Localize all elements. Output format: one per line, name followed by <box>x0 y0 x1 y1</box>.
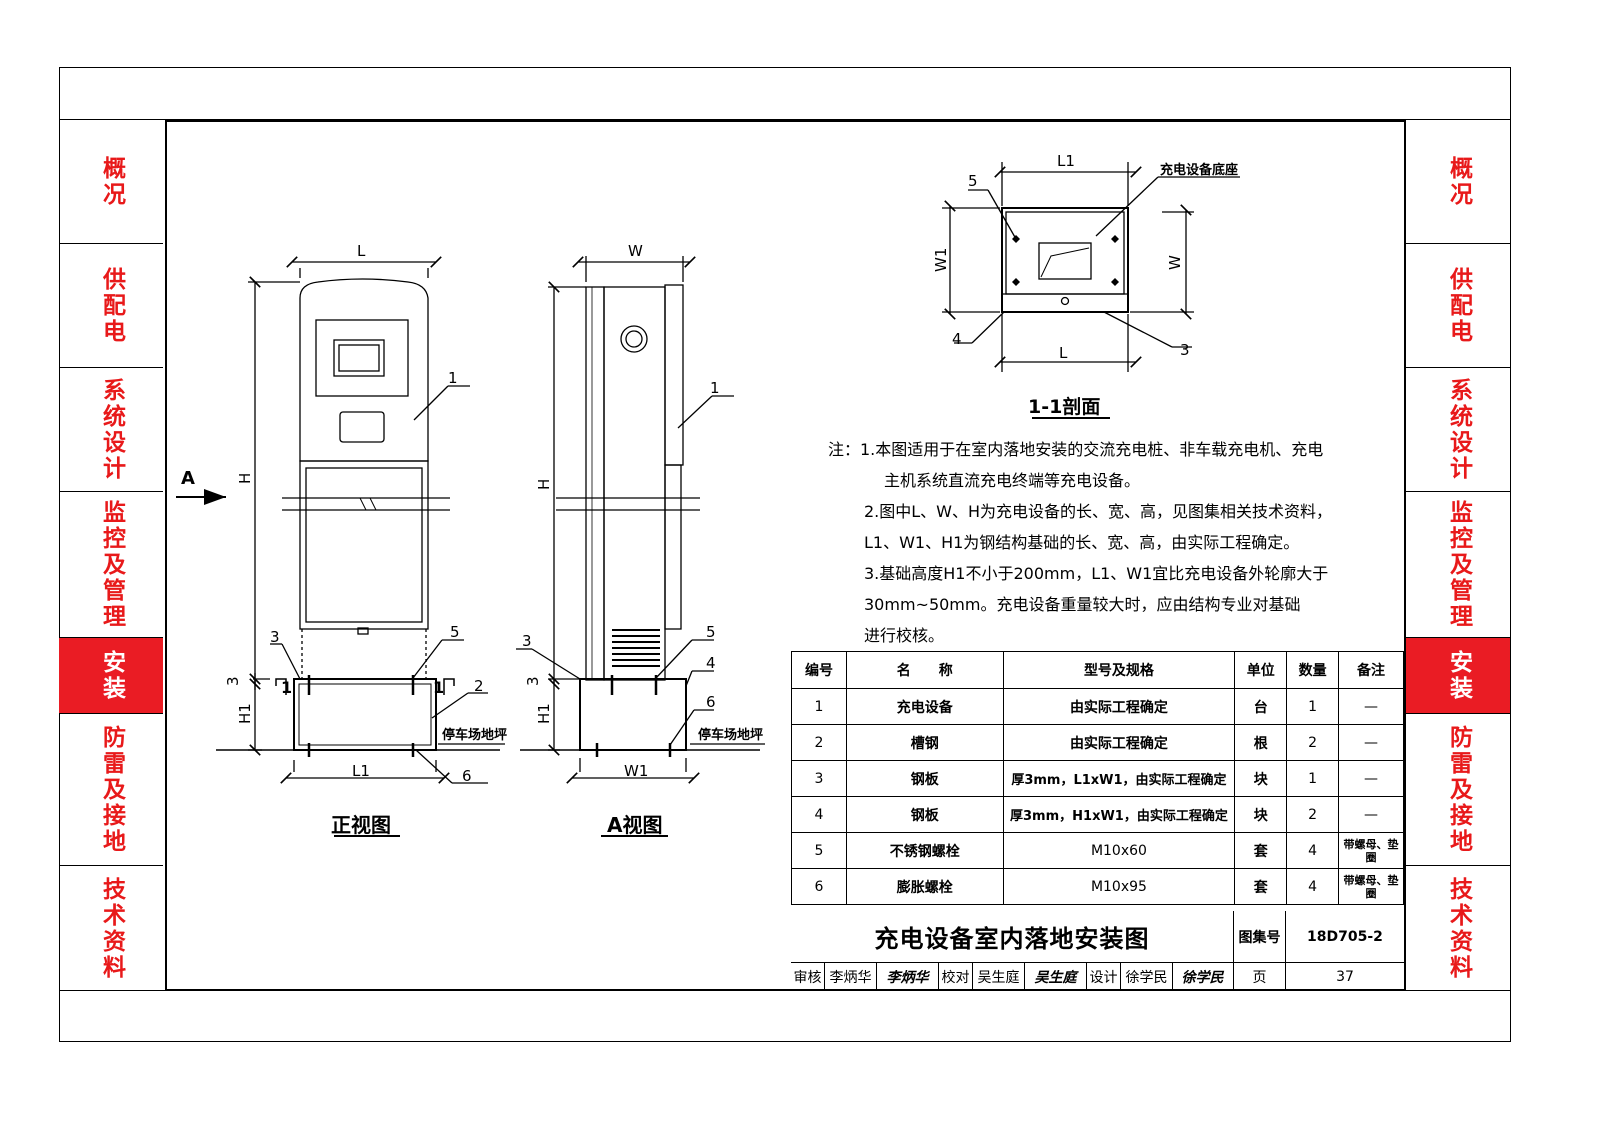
header-name: 名 称 <box>845 651 1004 689</box>
nav-item-installation[interactable]: 安装 <box>1406 638 1510 714</box>
dim-W1-side: W1 <box>624 762 648 780</box>
checker-name: 吴生庭 <box>973 963 1025 990</box>
note-1a: 1.本图适用于在室内落地安装的交流充电桩、非车载充电机、充电 <box>860 440 1324 459</box>
dim-W-section: W <box>1166 255 1184 270</box>
drawing-title: 充电设备室内落地安装图 <box>791 911 1234 963</box>
dim-L-front: L <box>357 242 366 260</box>
section-mark-right: 1 <box>433 678 444 697</box>
header-unit: 单位 <box>1234 651 1288 689</box>
dim-L1-section: L1 <box>1057 152 1075 170</box>
designer-signature: 徐学民 <box>1181 969 1224 986</box>
page-number: 37 <box>1336 968 1354 985</box>
atlas-label: 图集号 <box>1234 911 1286 963</box>
dim-H1-front: H1 <box>236 703 254 724</box>
nav-item-lightning[interactable]: 防雷及接地 <box>1406 714 1510 866</box>
notes: 注：1.本图适用于在室内落地安装的交流充电桩、非车载充电机、充电 主机系统直流充… <box>828 434 1398 651</box>
callout-5-front: 5 <box>450 623 460 641</box>
check-label: 校对 <box>939 963 973 990</box>
drawing-frame <box>165 120 1406 991</box>
table-row: 4 钢板 厚3mm，H1xW1，由实际工程确定 块 2 — <box>791 796 1404 833</box>
header-no: 编号 <box>791 651 847 689</box>
nav-item-monitoring[interactable]: 监控及管理 <box>1406 492 1510 638</box>
drawing-sheet <box>59 67 1511 1042</box>
checker-signature: 吴生庭 <box>1025 963 1087 990</box>
top-divider <box>59 119 1511 120</box>
nav-item-system-design[interactable]: 系统设计 <box>59 368 163 492</box>
callout-6-front: 6 <box>462 767 472 785</box>
note-1b: 主机系统直流充电终端等充电设备。 <box>884 471 1141 490</box>
title-block: 充电设备室内落地安装图 图集号 18D705-2 页 37 审核 李炳华 李炳华… <box>791 911 1404 990</box>
nav-item-overview[interactable]: 概况 <box>59 120 163 244</box>
table-row: 5 不锈钢螺栓 M10x60 套 4 带螺母、垫圈 <box>791 832 1404 869</box>
callout-4-side: 4 <box>706 654 716 672</box>
review-label: 审核 <box>791 963 825 990</box>
reviewer-signature: 李炳华 <box>877 963 939 990</box>
front-view <box>176 256 505 837</box>
designer-name: 徐学民 <box>1121 963 1173 990</box>
nav-item-system-design[interactable]: 系统设计 <box>1406 368 1510 492</box>
side-view-a <box>516 256 765 837</box>
dim-W1-section: W1 <box>932 248 950 272</box>
section-caption: 1-1剖面 <box>1028 395 1100 418</box>
callout-1-side: 1 <box>710 379 720 397</box>
notes-lead: 注： <box>828 440 861 459</box>
table-header-row: 编号 名 称 型号及规格 单位 数量 备注 <box>791 651 1404 689</box>
callout-4-section: 4 <box>952 330 962 348</box>
callout-2-front: 2 <box>474 677 484 695</box>
floor-label-side: 停车场地坪 <box>698 727 763 743</box>
atlas-number: 18D705-2 <box>1286 911 1404 963</box>
dim-H-front: H <box>236 473 254 484</box>
nav-item-lightning[interactable]: 防雷及接地 <box>59 714 163 866</box>
table-row: 1 充电设备 由实际工程确定 台 1 — <box>791 688 1404 725</box>
front-view-caption: 正视图 <box>331 813 391 837</box>
table-row: 3 钢板 厚3mm，L1xW1，由实际工程确定 块 1 — <box>791 760 1404 797</box>
left-nav: 概况 供配电 系统设计 监控及管理 安装 防雷及接地 技术资料 <box>59 120 165 991</box>
table-row: 6 膨胀螺栓 M10x95 套 4 带螺母、垫圈 <box>791 868 1404 905</box>
section-mark-left: 1 <box>281 678 292 697</box>
callout-5-side: 5 <box>706 623 716 641</box>
floor-label-front: 停车场地坪 <box>442 727 507 743</box>
nav-item-installation[interactable]: 安装 <box>59 638 163 714</box>
nav-item-monitoring[interactable]: 监控及管理 <box>59 492 163 638</box>
header-spec: 型号及规格 <box>1002 651 1236 689</box>
nav-item-power-supply[interactable]: 供配电 <box>59 244 163 368</box>
callout-3-front: 3 <box>270 628 280 646</box>
view-arrow-label: A <box>181 468 195 489</box>
nav-item-power-supply[interactable]: 供配电 <box>1406 244 1510 368</box>
note-2a: 2.图中L、W、H为充电设备的长、宽、高，见图集相关技术资料， <box>864 502 1333 521</box>
header-qty: 数量 <box>1286 651 1340 689</box>
header-remark: 备注 <box>1338 651 1404 689</box>
note-2b: L1、W1、H1为钢结构基础的长、宽、高，由实际工程确定。 <box>864 533 1300 552</box>
base-label: 充电设备底座 <box>1160 162 1238 178</box>
note-3a: 3.基础高度H1不小于200mm，L1、W1宜比充电设备外轮廓大于 <box>864 564 1329 583</box>
section-1-1 <box>942 162 1240 419</box>
callout-3-side: 3 <box>522 632 532 650</box>
reviewer-name: 李炳华 <box>825 963 877 990</box>
dim-thickness-side: 3 <box>524 676 542 686</box>
dim-L-section: L <box>1059 344 1068 362</box>
side-view-caption: A视图 <box>607 813 662 837</box>
callout-3-section: 3 <box>1180 341 1190 359</box>
signature-row: 审核 李炳华 李炳华 校对 吴生庭 吴生庭 设计 徐学民 徐学民 <box>791 963 1234 990</box>
design-label: 设计 <box>1087 963 1121 990</box>
callout-5-section: 5 <box>968 172 978 190</box>
callout-6-side: 6 <box>706 693 716 711</box>
nav-item-technical[interactable]: 技术资料 <box>98 876 125 981</box>
right-nav: 概况 供配电 系统设计 监控及管理 安装 防雷及接地 技术资料 <box>1406 120 1512 991</box>
callout-1-front: 1 <box>448 369 458 387</box>
nav-item-overview[interactable]: 概况 <box>1406 120 1510 244</box>
dim-W-side: W <box>628 242 643 260</box>
dim-L1-front: L1 <box>352 762 370 780</box>
page-label: 页 <box>1234 963 1286 990</box>
note-3c: 进行校核。 <box>864 626 945 645</box>
dim-H-side: H <box>535 479 553 490</box>
dim-H1-side: H1 <box>535 703 553 724</box>
note-3b: 30mm~50mm。充电设备重量较大时，应由结构专业对基础 <box>864 595 1301 614</box>
material-table: 编号 名 称 型号及规格 单位 数量 备注 1 充电设备 由实际工程确定 台 1… <box>791 651 1404 905</box>
dim-thickness-front: 3 <box>224 676 242 686</box>
nav-item-technical[interactable]: 技术资料 <box>1445 876 1472 981</box>
table-row: 2 槽钢 由实际工程确定 根 2 — <box>791 724 1404 761</box>
